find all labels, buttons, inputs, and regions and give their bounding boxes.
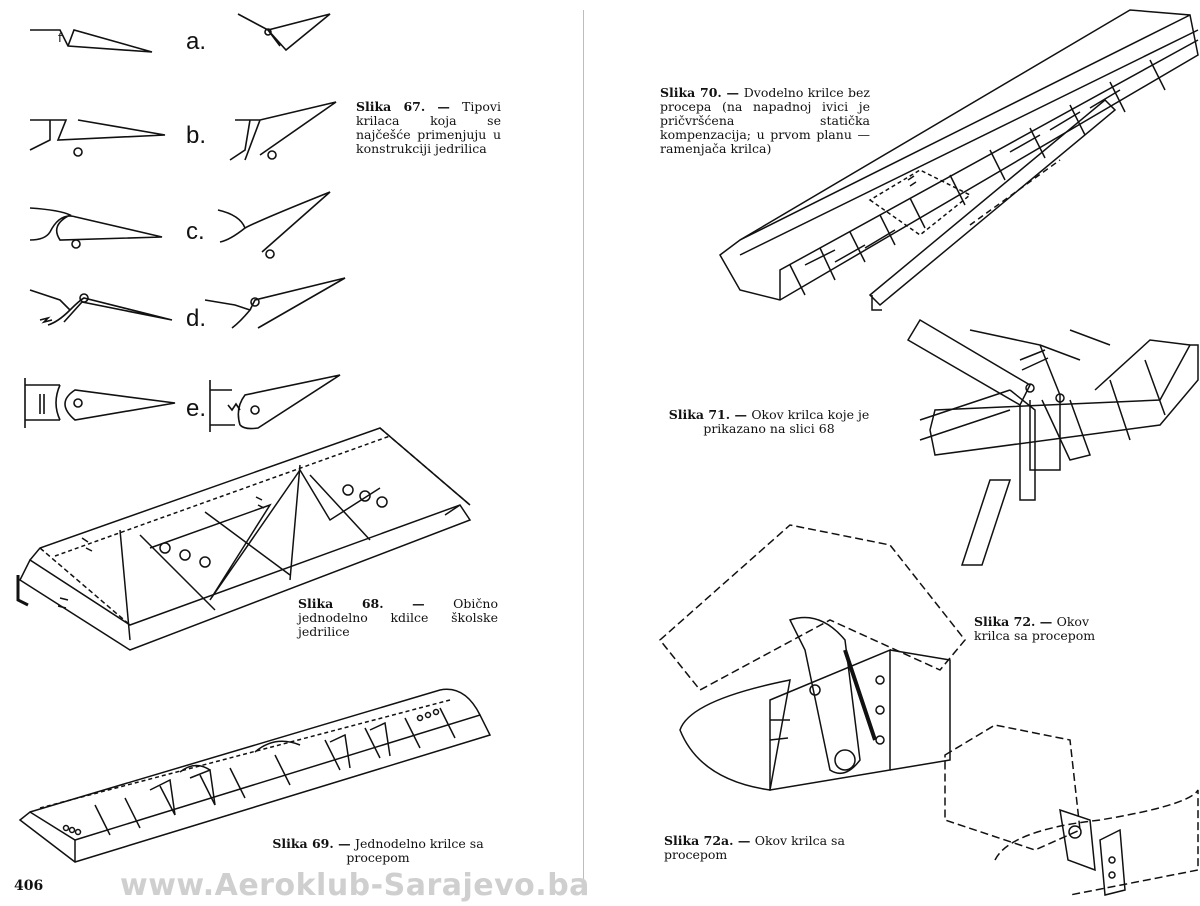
figure-68-aileron-structure [0, 0, 590, 660]
figure-72-caption: Slika 72. — Okov krilca sa procepom [974, 615, 1114, 643]
fig67-label-c: c. [186, 218, 205, 245]
fig67-label-d: d. [186, 305, 207, 332]
figure-72a-caption-number: Slika 72a. — [664, 833, 751, 848]
fig67-label-e: e. [186, 395, 207, 422]
page-number: 406 [14, 878, 44, 894]
figure-70-caption-text: Dvodelno krilce bez procepa (na napadnoj… [660, 85, 870, 156]
right-page: Slika 70. — Dvodelno krilce bez procepa … [590, 0, 1200, 906]
figure-72-slotted-fitting [590, 0, 1200, 860]
figure-72-caption-text: Okov krilca sa procepom [974, 614, 1096, 643]
figure-72a-caption-text: Okov krilca sa procepom [664, 833, 845, 862]
page-gutter [583, 10, 584, 890]
figure-67-caption-number: Slika 67. — [356, 99, 450, 114]
figure-69-caption-number: Slika 69. — [272, 836, 351, 851]
figure-72-caption-number: Slika 72. — [974, 614, 1053, 629]
figure-72a-slotted-fitting [590, 0, 1200, 900]
figure-69-caption: Slika 69. — Jednodelno krilce sa procepo… [258, 837, 498, 865]
figure-67-caption: Slika 67. — Tipovi krilaca koja se najče… [356, 100, 501, 156]
figure-71-caption-number: Slika 71. — [668, 407, 747, 422]
figure-70-caption-number: Slika 70. — [660, 85, 740, 100]
figure-70-two-piece-aileron [590, 0, 1200, 320]
fig67-label-b: b. [186, 122, 207, 149]
figure-68-caption-text: Obično jednodelno kdilce školske jedrili… [298, 596, 498, 639]
figure-69-slotted-aileron [0, 0, 590, 870]
figure-68-caption-number: Slika 68. — [298, 596, 425, 611]
figure-71-caption: Slika 71. — Okov krilca koje je prikazan… [660, 408, 878, 436]
figure-71-caption-text: Okov krilca koje je prikazano na slici 6… [703, 407, 870, 436]
left-page: f a. b. c. d. e. Slika 67. — [0, 0, 590, 906]
svg-text:f: f [58, 31, 63, 45]
figure-69-caption-text: Jednodelno krilce sa procepom [346, 836, 484, 865]
figure-72a-caption: Slika 72a. — Okov krilca sa procepom [664, 834, 904, 862]
figure-71-hinge-fitting [590, 0, 1200, 580]
figure-70-caption: Slika 70. — Dvodelno krilce bez procepa … [660, 86, 870, 156]
watermark: www.Aeroklub-Sarajevo.ba [120, 868, 590, 903]
figure-67-caption-text: Tipovi krilaca koja se najčešće primenju… [356, 99, 501, 156]
figure-67-aileron-types: f [0, 0, 590, 440]
figure-68-caption: Slika 68. — Obično jednodelno kdilce ško… [298, 597, 498, 639]
fig67-label-a: a. [186, 28, 207, 55]
